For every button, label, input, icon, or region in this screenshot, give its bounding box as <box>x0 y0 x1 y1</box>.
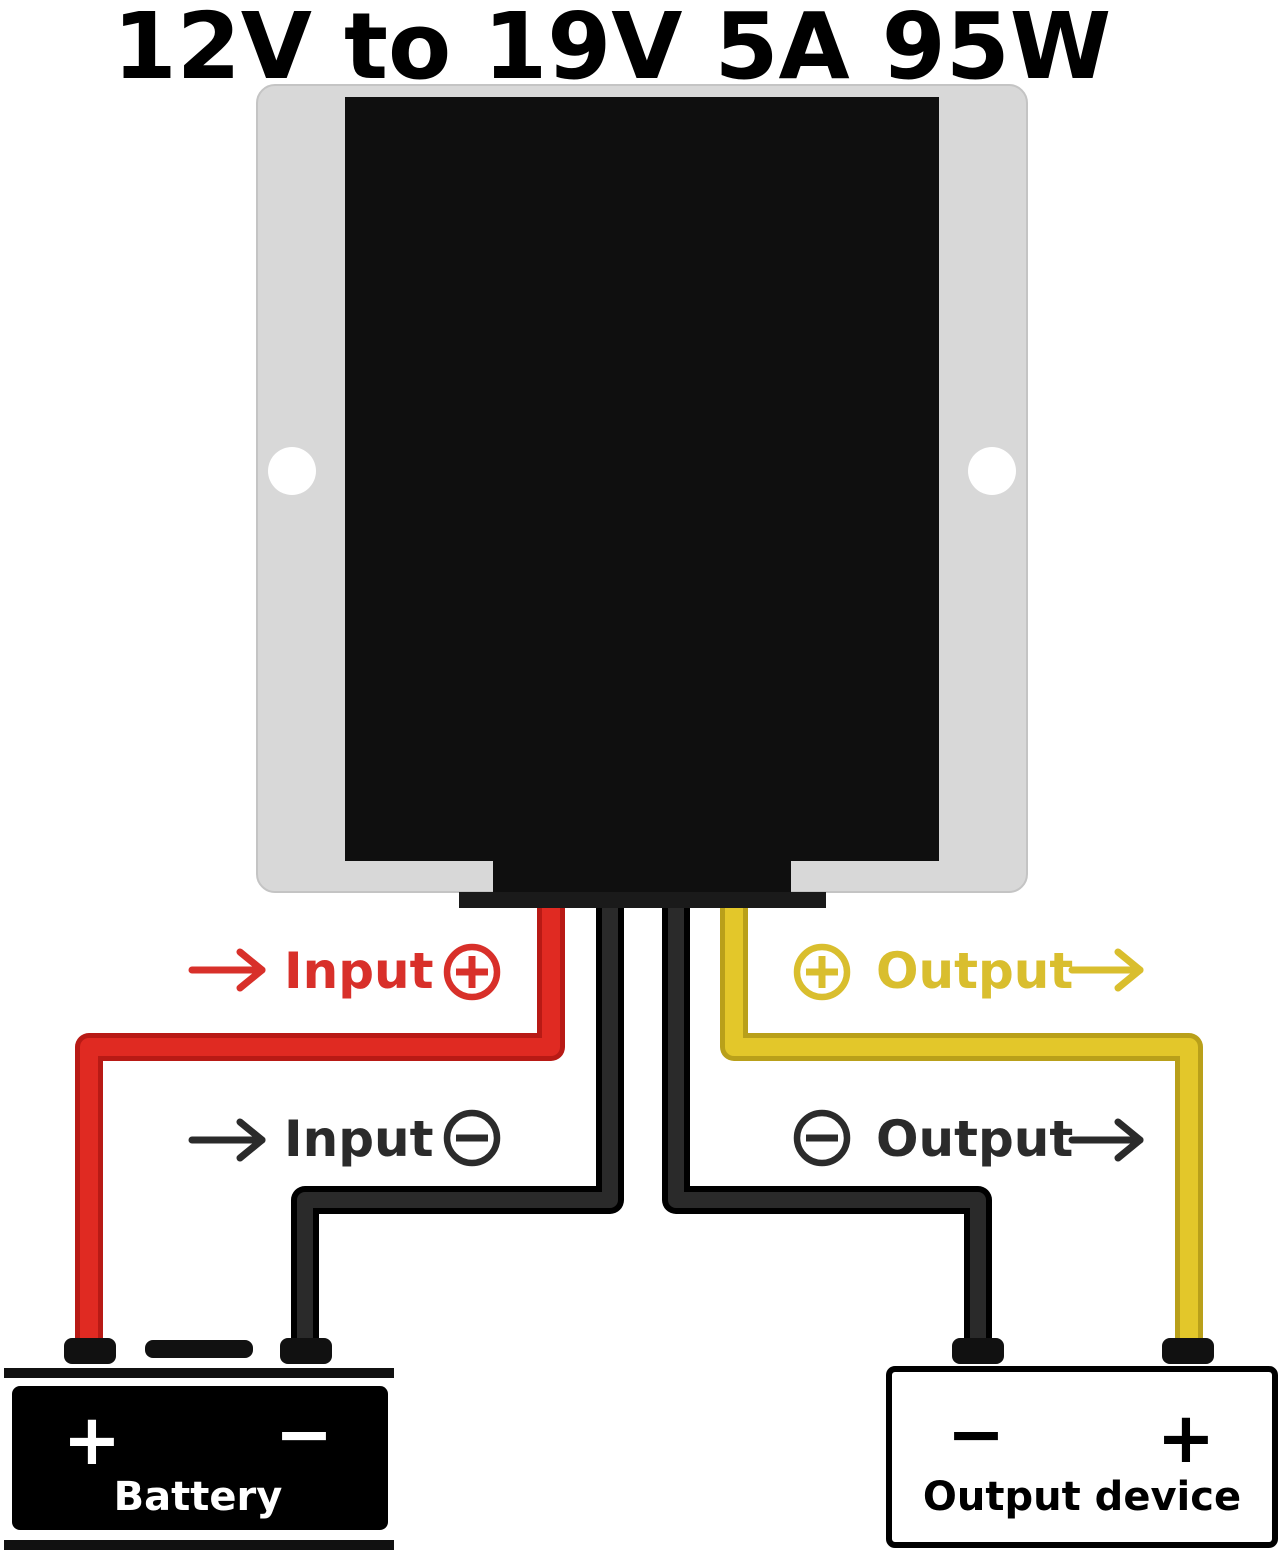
battery-plus-sign: + <box>63 1399 122 1481</box>
cable-gland <box>459 892 826 908</box>
output-device-label: Output device <box>923 1474 1241 1520</box>
label-input-positive: Input <box>188 942 501 1001</box>
battery-label: Battery <box>114 1474 283 1520</box>
battery: + − Battery <box>4 1338 394 1550</box>
battery-top-line <box>4 1368 394 1378</box>
battery-bottom-line <box>4 1540 394 1550</box>
device-terminal-positive <box>1162 1338 1214 1364</box>
device-body <box>886 1366 1278 1548</box>
minus-circle-icon <box>443 1109 501 1167</box>
battery-body <box>12 1386 388 1530</box>
black-wire-output-negative <box>668 908 986 1345</box>
output-negative-text: Output <box>876 1110 1073 1168</box>
arrow-right-icon <box>188 1118 266 1162</box>
battery-cap <box>145 1340 253 1358</box>
label-input-negative: Input <box>188 1109 501 1168</box>
device-minus-sign: − <box>947 1393 1006 1475</box>
battery-minus-sign: − <box>275 1393 334 1475</box>
arrow-right-icon <box>1068 948 1144 992</box>
input-negative-text: Input <box>284 1110 434 1168</box>
label-output-negative: Output <box>793 1109 1144 1168</box>
converter-module <box>256 84 1028 908</box>
input-positive-text: Input <box>284 942 434 1000</box>
device-plus-sign: + <box>1157 1397 1216 1479</box>
black-cover <box>345 97 939 861</box>
battery-terminal-positive <box>64 1338 116 1364</box>
arrow-right-icon <box>1068 1118 1144 1162</box>
mount-hole-right <box>968 447 1016 495</box>
plus-circle-icon <box>443 943 501 1001</box>
black-wire-input-negative <box>297 908 618 1345</box>
yellow-wire-output-positive <box>725 908 1198 1345</box>
mount-hole-left <box>268 447 316 495</box>
output-device: − + Output device <box>886 1338 1278 1548</box>
arrow-right-icon <box>188 948 266 992</box>
wires <box>75 908 1203 1345</box>
red-wire-input-positive <box>80 908 560 1345</box>
label-output-positive: Output <box>793 942 1144 1001</box>
output-positive-text: Output <box>876 942 1073 1000</box>
battery-terminal-negative <box>280 1338 332 1364</box>
device-terminal-negative <box>952 1338 1004 1364</box>
title: 12V to 19V 5A 95W <box>113 0 1111 100</box>
minus-circle-icon <box>793 1109 851 1167</box>
plus-circle-icon <box>793 943 851 1001</box>
